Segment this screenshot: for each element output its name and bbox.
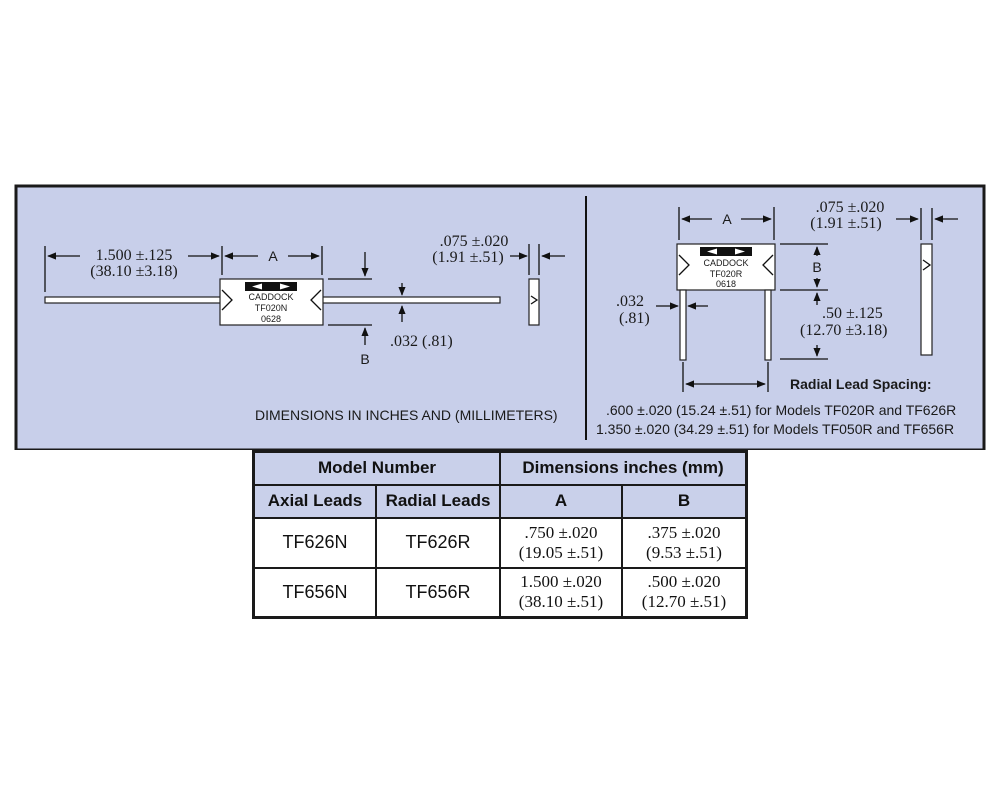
radial-lead-length-mm: (12.70 ±3.18) [800, 322, 887, 339]
axial-marking-line-2: TF020N [255, 303, 288, 313]
cell-radial-model: TF656R [375, 566, 501, 619]
cell-dim-a: .750 ±.020 (19.05 ±.51) [499, 516, 623, 569]
radial-lead-length: .50 ±.125 [822, 305, 883, 322]
drawing-panel [14, 184, 986, 450]
subheader-radial-leads: Radial Leads [375, 483, 501, 519]
radial-lead-left [679, 289, 687, 361]
header-dimensions: Dimensions inches (mm) [499, 450, 748, 486]
axial-lead-length: 1.500 ±.125 [96, 247, 173, 264]
radial-resistor-drawing: CADDOCK TF020R 0618 A B .50 ±.125 (12.70… [596, 199, 958, 437]
axial-body-thickness: .075 ±.020 [440, 233, 509, 250]
axial-dim-b: B [360, 351, 369, 367]
radial-lead-right [764, 289, 772, 361]
subheader-axial-leads: Axial Leads [252, 483, 377, 519]
header-model-number: Model Number [252, 450, 501, 486]
cell-dim-b-mm: (12.70 ±.51) [641, 592, 727, 612]
cell-axial-model: TF656N [252, 566, 377, 619]
cell-axial-model: TF626N [252, 516, 377, 569]
radial-marking-line-2: TF020R [710, 269, 743, 279]
radial-side-view [920, 243, 933, 356]
radial-spacing-line-2: 1.350 ±.020 (34.29 ±.51) for Models TF05… [596, 421, 954, 437]
axial-dim-a: A [268, 248, 278, 264]
axial-resistor-drawing: CADDOCK TF020N 0628 1.500 ±.125 (38.10 ±… [44, 233, 565, 367]
table-row: TF626N TF626R .750 ±.020 (19.05 ±.51) .3… [252, 516, 748, 569]
radial-body-thickness-mm: (1.91 ±.51) [810, 215, 881, 232]
cell-dim-b: .375 ±.020 (9.53 ±.51) [621, 516, 748, 569]
table-row: TF656N TF656R 1.500 ±.020 (38.10 ±.51) .… [252, 566, 748, 619]
radial-body-thickness: .075 ±.020 [816, 199, 885, 216]
cell-dim-a: 1.500 ±.020 (38.10 ±.51) [499, 566, 623, 619]
radial-spacing-line-1: .600 ±.020 (15.24 ±.51) for Models TF020… [606, 402, 956, 418]
dimensions-table: Model Number Dimensions inches (mm) Axia… [252, 450, 748, 619]
radial-marking-line-1: CADDOCK [703, 258, 748, 268]
units-note: DIMENSIONS IN INCHES AND (MILLIMETERS) [255, 407, 558, 423]
radial-marking-line-3: 0618 [716, 279, 736, 289]
axial-body-thickness-mm: (1.91 ±.51) [432, 249, 503, 266]
cell-dim-a-inches: .750 ±.020 [524, 522, 598, 542]
cell-dim-b: .500 ±.020 (12.70 ±.51) [621, 566, 748, 619]
cell-dim-b-inches: .500 ±.020 [647, 572, 721, 592]
cell-dim-a-mm: (38.10 ±.51) [518, 592, 604, 612]
cell-radial-model: TF626R [375, 516, 501, 569]
cell-dim-b-mm: (9.53 ±.51) [646, 542, 722, 562]
axial-marking-line-1: CADDOCK [248, 292, 293, 302]
cell-dim-a-mm: (19.05 ±.51) [518, 542, 604, 562]
cell-dim-a-inches: 1.500 ±.020 [520, 572, 602, 592]
radial-logo-bar [700, 247, 752, 256]
radial-dim-b: B [812, 259, 821, 275]
subheader-b: B [621, 483, 748, 519]
radial-lead-diameter: .032 [616, 293, 644, 310]
dimension-drawing: CADDOCK TF020N 0628 1.500 ±.125 (38.10 ±… [14, 184, 986, 450]
radial-lead-diameter-mm: (.81) [619, 310, 650, 327]
subheader-a: A [499, 483, 623, 519]
axial-marking-line-3: 0628 [261, 314, 281, 324]
axial-lead-length-mm: (38.10 ±3.18) [90, 263, 177, 280]
axial-lead-diameter: .032 (.81) [390, 333, 453, 350]
radial-spacing-title: Radial Lead Spacing: [790, 376, 932, 392]
radial-dim-a: A [722, 211, 732, 227]
axial-logo-bar [245, 282, 297, 291]
cell-dim-b-inches: .375 ±.020 [647, 522, 721, 542]
